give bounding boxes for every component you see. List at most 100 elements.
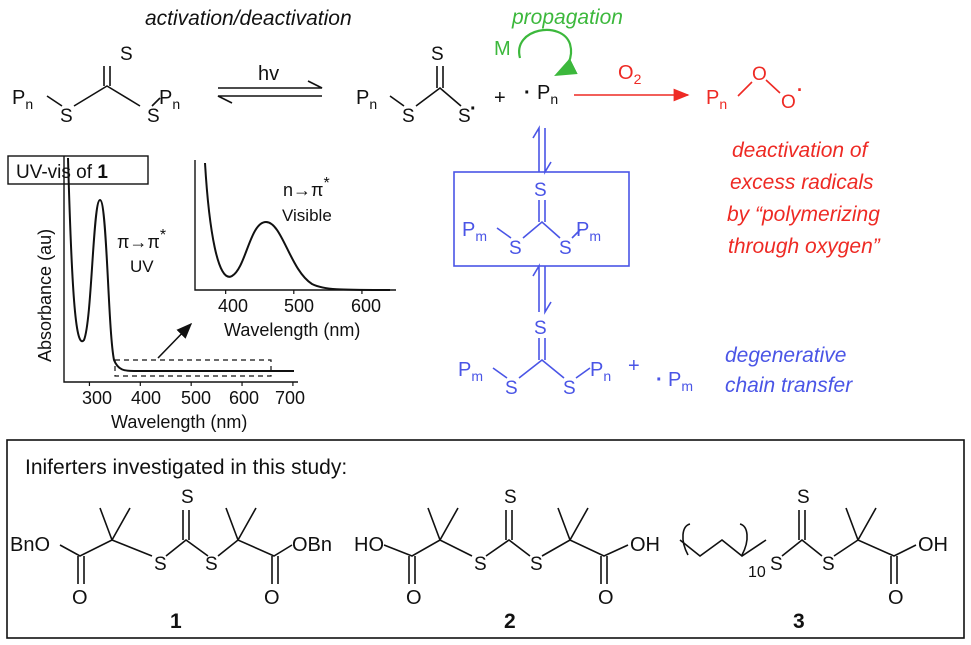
svg-text:S: S (205, 554, 218, 575)
svg-text:chain transfer: chain transfer (725, 374, 853, 397)
main-tick-700: 700 (275, 388, 305, 408)
svg-text:through oxygen”: through oxygen” (728, 235, 881, 258)
svg-text:Pm: Pm (462, 219, 487, 244)
svg-text:O: O (752, 64, 767, 85)
svg-text:S: S (60, 106, 73, 127)
svg-text:BnO: BnO (10, 534, 50, 556)
svg-text:OBn: OBn (292, 534, 332, 556)
chain-transfer-agent-box (453, 171, 630, 267)
main-ylabel: Absorbance (au) (35, 229, 55, 362)
svg-text:S: S (509, 238, 522, 259)
svg-text:·: · (470, 98, 477, 120)
uv-vis-title: UV-vis of 1 (16, 162, 108, 183)
degenerative-transfer-note: degenerative chain transfer (725, 344, 853, 397)
svg-text:Pn: Pn (537, 82, 558, 107)
main-tick-500: 500 (181, 388, 211, 408)
svg-text:S: S (154, 554, 167, 575)
svg-text:hv: hv (258, 63, 279, 85)
zoom-arrow (157, 322, 193, 359)
svg-text:O: O (598, 587, 614, 609)
svg-text:·: · (656, 369, 663, 391)
trithiocarbonate-pm-pn: Pm S S S Pn + · Pm (458, 318, 693, 399)
svg-text:S: S (822, 554, 835, 575)
main-x-ticks (88, 382, 294, 386)
pn-radical: · Pn (524, 82, 558, 107)
svg-text:UV: UV (130, 257, 154, 276)
main-tick-600: 600 (229, 388, 259, 408)
svg-text:HO: HO (354, 534, 384, 556)
svg-text:O: O (781, 92, 796, 113)
svg-text:O2: O2 (618, 62, 642, 87)
svg-text:Pn: Pn (706, 87, 727, 112)
compound-1-structure: BnO O S S S O OBn 1 (10, 487, 332, 633)
svg-text:Visible: Visible (282, 206, 332, 225)
svg-text:O: O (888, 587, 904, 609)
propagation-title: propagation (511, 6, 623, 29)
oxygen-arrow: O2 (574, 62, 690, 102)
inset-spectrum-curve (204, 162, 391, 291)
svg-text:S: S (147, 106, 160, 127)
inset-xlabel: Wavelength (nm) (224, 320, 360, 340)
inset-tick-600: 600 (351, 296, 381, 316)
uv-vis-main-spectrum: UV-vis of 1 Absorbance (au) 300 400 500 … (7, 155, 305, 432)
activation-title: activation/deactivation (145, 7, 352, 30)
main-axes (63, 156, 298, 383)
svg-text:Pn: Pn (590, 359, 611, 384)
compound-label-3: 3 (793, 610, 805, 633)
main-tick-400: 400 (131, 388, 161, 408)
svg-text:O: O (406, 587, 422, 609)
svg-text:Pm: Pm (668, 369, 693, 394)
inset-peak-label: n→π* Visible (282, 175, 332, 225)
svg-text:excess radicals: excess radicals (730, 171, 874, 194)
svg-text:Pn: Pn (159, 87, 180, 112)
svg-text:deactivation of: deactivation of (732, 139, 870, 162)
svg-text:10: 10 (748, 564, 766, 581)
main-x-tick-labels: 300 400 500 600 700 (82, 388, 305, 408)
inset-tick-400: 400 (218, 296, 248, 316)
svg-text:S: S (431, 44, 444, 65)
svg-text:S: S (797, 487, 810, 508)
main-xlabel: Wavelength (nm) (111, 412, 247, 432)
peroxy-radical: Pn O O · (706, 64, 803, 113)
trithiocarbonate-pn-pn: Pn S S S Pn (12, 44, 180, 127)
svg-text:S: S (458, 106, 471, 127)
plus-sign: + (494, 87, 506, 109)
svg-text:Pm: Pm (576, 219, 601, 244)
iniferter-panel (6, 439, 965, 639)
svg-text:S: S (770, 554, 783, 575)
svg-text:O: O (72, 587, 88, 609)
trithiocarbonate-pm-pm: Pm S S S Pm (462, 180, 601, 259)
svg-text:O: O (264, 587, 280, 609)
svg-text:S: S (534, 318, 547, 339)
svg-text:OH: OH (630, 534, 660, 556)
svg-text:S: S (120, 44, 133, 65)
blue-equilibrium-arrows (532, 125, 552, 315)
svg-text:Pm: Pm (458, 359, 483, 384)
svg-text:·: · (797, 80, 803, 100)
svg-text:S: S (505, 378, 518, 399)
compound-3-structure: 10 S S S O OH 3 (679, 487, 948, 633)
svg-text:M: M (494, 38, 511, 60)
compound-label-2: 2 (504, 610, 516, 633)
trithiocarbonate-radical: Pn S S S · (356, 44, 477, 127)
visible-inset-spectrum: 400 500 600 Wavelength (nm) n→π* Visible (194, 160, 396, 340)
inset-tick-500: 500 (284, 296, 314, 316)
svg-text:·: · (524, 82, 531, 104)
compound-2-structure: HO O S S S O OH 2 (354, 487, 660, 633)
svg-text:by “polymerizing: by “polymerizing (727, 203, 880, 226)
svg-text:S: S (504, 487, 517, 508)
svg-text:S: S (474, 554, 487, 575)
uv-vis-title-box (7, 155, 149, 185)
svg-text:Pn: Pn (356, 87, 377, 112)
inset-x-tick-labels: 400 500 600 (218, 296, 381, 316)
svg-text:degenerative: degenerative (725, 344, 846, 367)
svg-text:Pn: Pn (12, 87, 33, 112)
svg-text:OH: OH (918, 534, 948, 556)
main-peak-label: π→π* UV (117, 227, 166, 276)
svg-text:S: S (181, 487, 194, 508)
svg-text:S: S (534, 180, 547, 201)
svg-text:S: S (530, 554, 543, 575)
svg-text:+: + (628, 355, 640, 377)
propagation-loop-arrow: M (494, 28, 578, 76)
